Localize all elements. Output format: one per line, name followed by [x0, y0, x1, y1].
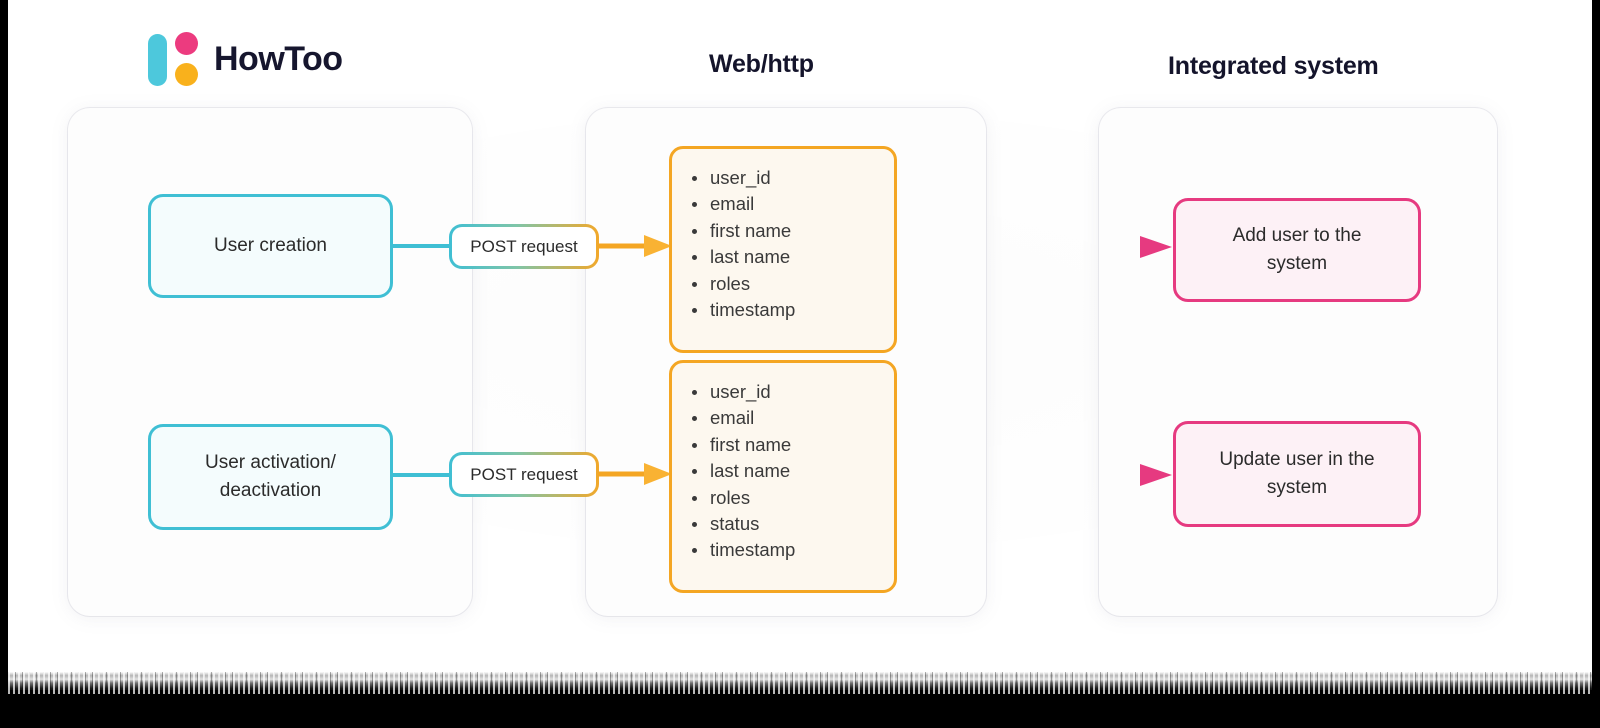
node-user-creation-label: User creation: [214, 235, 327, 257]
payload-field-list-1: user_id email first name last name roles…: [688, 165, 876, 323]
chip-post-request-2[interactable]: POST request: [449, 452, 599, 497]
payload-field-list-2: user_id email first name last name roles…: [688, 379, 876, 564]
payload-field: first name: [688, 432, 876, 458]
payload-field: roles: [688, 485, 876, 511]
node-add-user-to-system[interactable]: Add user to the system: [1173, 198, 1421, 302]
column-header-integrated-system: Integrated system: [1168, 52, 1379, 80]
node-user-activation-line1: User activation/: [205, 452, 336, 474]
column-header-web: Web/http: [709, 50, 814, 78]
payload-field: roles: [688, 271, 876, 297]
payload-field: email: [688, 191, 876, 217]
payload-field: user_id: [688, 165, 876, 191]
payload-field: first name: [688, 218, 876, 244]
node-user-activation-line2: deactivation: [219, 480, 322, 501]
logo-pill-shape: [148, 34, 167, 86]
logo-dot-pink-icon: [175, 32, 198, 55]
arrow-payload-to-target-2: [896, 462, 1174, 488]
connector-source-to-request-1: [392, 238, 454, 254]
connector-source-to-request-2: [392, 467, 454, 483]
panel-source: [68, 108, 472, 616]
node-update-user-in-system[interactable]: Update user in the system: [1173, 421, 1421, 527]
node-update-user-line2: system: [1266, 477, 1328, 498]
brand-logo: HowToo: [148, 30, 343, 88]
arrow-request-to-payload-2: [598, 462, 674, 486]
arrow-request-to-payload-1: [598, 234, 674, 258]
panel-integrated-system: [1099, 108, 1497, 616]
chip-post-request-1-label: POST request: [452, 227, 596, 266]
node-user-creation[interactable]: User creation: [148, 194, 393, 298]
payload-field: timestamp: [688, 297, 876, 323]
chip-post-request-2-label: POST request: [452, 455, 596, 494]
node-user-activation-label: User activation/ deactivation: [205, 449, 336, 504]
node-add-user-line1: Add user to the: [1232, 225, 1362, 247]
node-add-user-line2: system: [1266, 253, 1328, 274]
payload-field: timestamp: [688, 537, 876, 563]
payload-field: email: [688, 405, 876, 431]
node-add-user-to-system-label: Add user to the system: [1233, 222, 1362, 277]
payload-box-1: user_id email first name last name roles…: [669, 146, 897, 353]
payload-box-2: user_id email first name last name roles…: [669, 360, 897, 593]
node-user-activation-deactivation[interactable]: User activation/ deactivation: [148, 424, 393, 530]
payload-field: last name: [688, 244, 876, 270]
payload-field: user_id: [688, 379, 876, 405]
arrow-payload-to-target-1: [896, 234, 1174, 260]
howtoo-logo-icon: [148, 30, 200, 88]
brand-name: HowToo: [214, 39, 343, 78]
payload-field: status: [688, 511, 876, 537]
chip-post-request-1[interactable]: POST request: [449, 224, 599, 269]
logo-dot-amber-icon: [175, 63, 198, 86]
node-update-user-line1: Update user in the: [1219, 449, 1375, 471]
payload-field: last name: [688, 458, 876, 484]
node-update-user-in-system-label: Update user in the system: [1219, 446, 1374, 501]
